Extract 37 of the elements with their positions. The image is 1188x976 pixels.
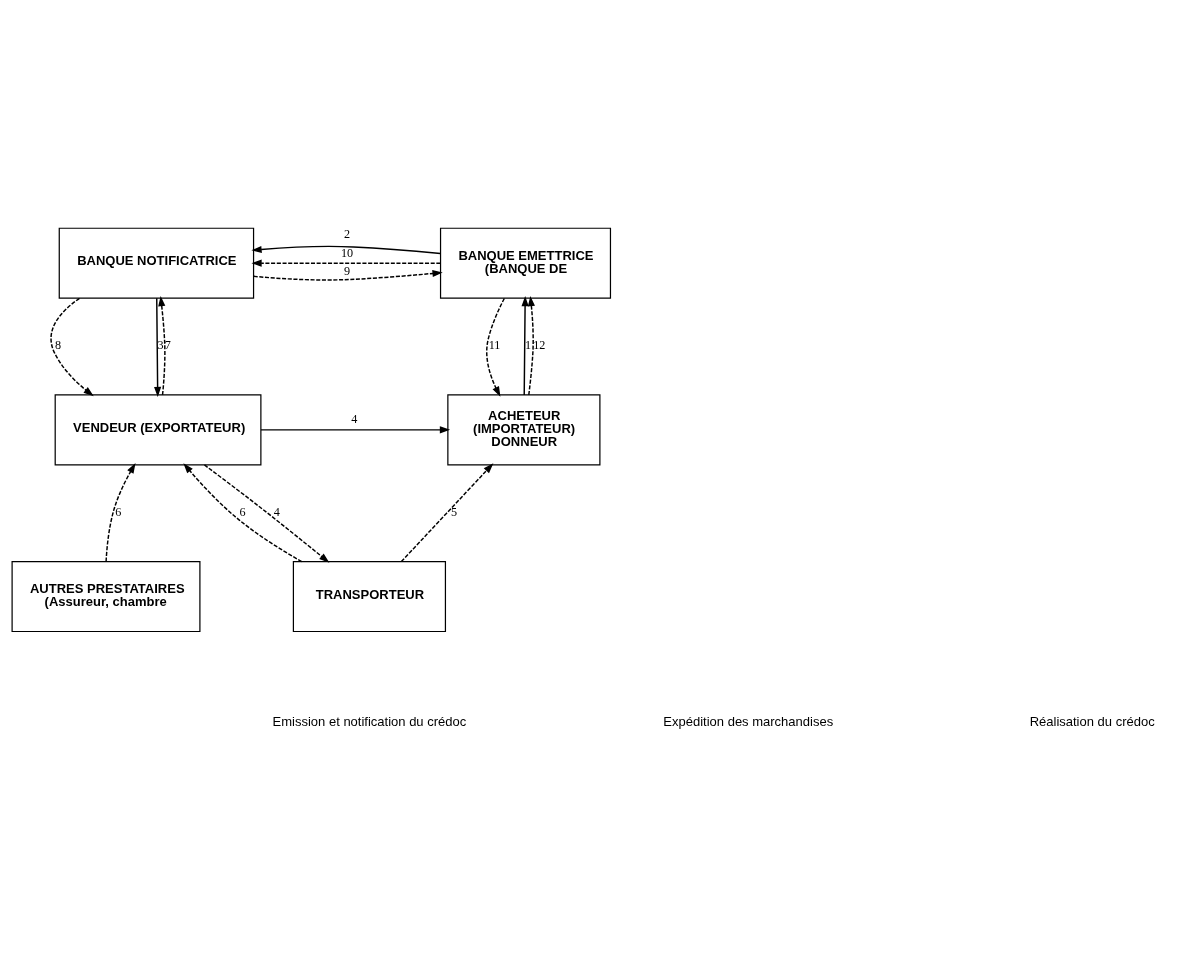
node-box: BANQUE NOTIFICATRICE [58, 227, 255, 299]
node-box: VENDEUR (EXPORTATEUR) [54, 394, 262, 466]
edge-label: 4 [351, 412, 358, 427]
edge-label: 8 [54, 338, 62, 353]
edge-label: 12 [533, 338, 546, 353]
arrow [50, 297, 94, 397]
arrow [105, 463, 136, 563]
edge-label: 2 [344, 227, 351, 242]
arrow [486, 297, 506, 397]
arrow [260, 426, 451, 434]
edge-label: 4 [273, 505, 280, 520]
edge-label: 11 [488, 338, 501, 353]
edge-label: 6 [239, 505, 246, 520]
node-box: AUTRES PRESTATAIRES (Assureur, chambre [11, 560, 201, 633]
node-box: BANQUE EMETTRICE (BANQUE DE [439, 227, 612, 299]
arrow [253, 269, 443, 281]
edge-label: 10 [340, 245, 354, 260]
edge-label: 7 [164, 338, 171, 353]
arrow [158, 296, 166, 396]
arrow [203, 464, 330, 563]
arrow [251, 245, 442, 255]
arrow [521, 296, 529, 396]
arrow [251, 259, 441, 267]
node-box: ACHETEUR (IMPORTATEUR) DONNEUR [447, 394, 601, 466]
legend-label: Expédition des marchandises [663, 714, 834, 730]
arrow [400, 463, 494, 563]
node-box: TRANSPORTEUR [292, 560, 447, 633]
edge-label: 9 [344, 264, 351, 279]
arrow [183, 463, 303, 563]
edge-label: 1 [524, 338, 531, 353]
arrow [154, 297, 162, 398]
edge-label: 3 [157, 338, 164, 353]
arrow [527, 296, 535, 396]
edge-label: 6 [115, 505, 122, 520]
edge-label: 5 [450, 505, 458, 520]
legend-label: Emission et notification du crédoc [272, 714, 467, 730]
legend-label: Réalisation du crédoc [1029, 714, 1155, 730]
